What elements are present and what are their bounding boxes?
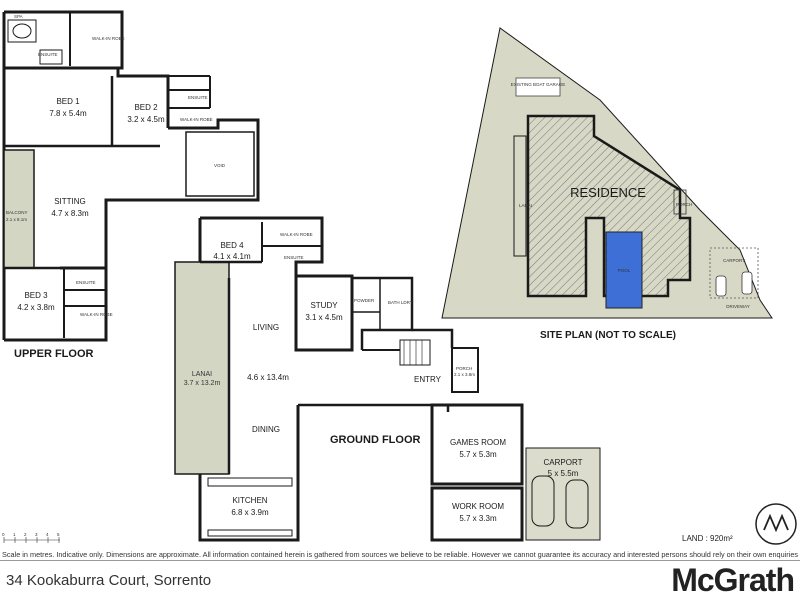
lanai-ground-name: LANAI [192,371,212,378]
scale-tick-5: 5 [57,532,60,537]
carport-ground-size: 5 x 5.5m [548,469,579,478]
balcony-name: BALCONY [6,210,28,215]
porch-ground-size: 2.1 x 3.8m [454,372,475,377]
driveway-label: DRIVEWAY [726,304,750,309]
ground-floor-plan [174,216,601,542]
walk-in-robe-bed4-label: WALK-IN ROBE [280,232,313,237]
ensuite-bed4-label: ENSUITE [284,255,304,260]
site-plan [441,27,773,319]
scale-bar [3,537,60,543]
kitchen-size: 6.8 x 3.9m [231,508,269,517]
porch-ground-name: PORCH [456,366,472,371]
games-room-size: 5.7 x 5.3m [459,450,497,459]
property-address: 34 Kookaburra Court, Sorrento [6,572,212,589]
residence-label: RESIDENCE [570,185,646,200]
scale-tick-0: 0 [2,532,5,537]
ground-floor-heading: GROUND FLOOR [330,434,420,446]
disclaimer-text: Scale in metres. Indicative only. Dimens… [2,550,799,559]
bed4-name: BED 4 [220,241,244,250]
site-porch-label: PORCH [676,202,692,207]
study-size: 3.1 x 4.5m [305,313,343,322]
footer-divider [0,560,800,561]
kitchen-name: KITCHEN [232,496,267,505]
brand-logo: McGrath [671,562,795,598]
carport-ground-name: CARPORT [544,458,583,467]
upper-floor-plan [2,10,260,342]
boat-garage-label: EXISTING BOAT GARAGE [511,82,566,87]
work-room-name: WORK ROOM [452,502,504,511]
ensuite-bed2-label: ENSUITE [188,95,208,100]
scale-tick-3: 3 [35,532,38,537]
bath-ldry-label: BATH LDRY [388,300,413,305]
walk-in-robe-bed3-label: WALK-IN ROBE [80,312,113,317]
walk-in-robe-top-label: WALK-IN ROBE [92,36,125,41]
games-room-name: GAMES ROOM [450,438,506,447]
walk-in-robe-bed2-label: WALK-IN ROBE [180,117,213,122]
bed3-name: BED 3 [24,291,48,300]
north-arrow-icon [755,503,797,545]
site-carport-label: CARPORT [723,258,745,263]
scale-tick-4: 4 [46,532,49,537]
ensuite-top-label: ENSUITE [38,52,58,57]
lanai-ground-size: 3.7 x 13.2m [184,380,221,387]
entry-label: ENTRY [414,375,442,384]
site-lanai-label: LANAI [519,203,532,208]
scale-tick-1: 1 [13,532,16,537]
bed1-name: BED 1 [56,97,80,106]
work-room-size: 5.7 x 3.3m [459,514,497,523]
pool-label: POOL [618,268,631,273]
site-plan-heading: SITE PLAN (NOT TO SCALE) [540,330,676,341]
bed2-name: BED 2 [134,103,158,112]
bed4-size: 4.1 x 4.1m [213,252,251,261]
bed2-size: 3.2 x 4.5m [127,115,165,124]
powder-label: POWDER [354,298,375,303]
ensuite-bed3-label: ENSUITE [76,280,96,285]
study-name: STUDY [310,301,338,310]
void-label: VOID [214,163,226,168]
spa-label: SPA [14,14,23,19]
sitting-name: SITTING [54,197,86,206]
upper-floor-heading: UPPER FLOOR [14,348,94,360]
living-size: 4.6 x 13.4m [247,373,289,382]
sitting-size: 4.7 x 8.3m [51,209,89,218]
balcony-size: 2.1 x 8.1m [6,217,27,222]
scale-tick-2: 2 [24,532,27,537]
bed1-size: 7.8 x 5.4m [49,109,87,118]
living-label: LIVING [253,323,279,332]
dining-label: DINING [252,425,280,434]
bed3-size: 4.2 x 3.8m [17,303,55,312]
land-area: LAND : 920m² [682,534,733,543]
